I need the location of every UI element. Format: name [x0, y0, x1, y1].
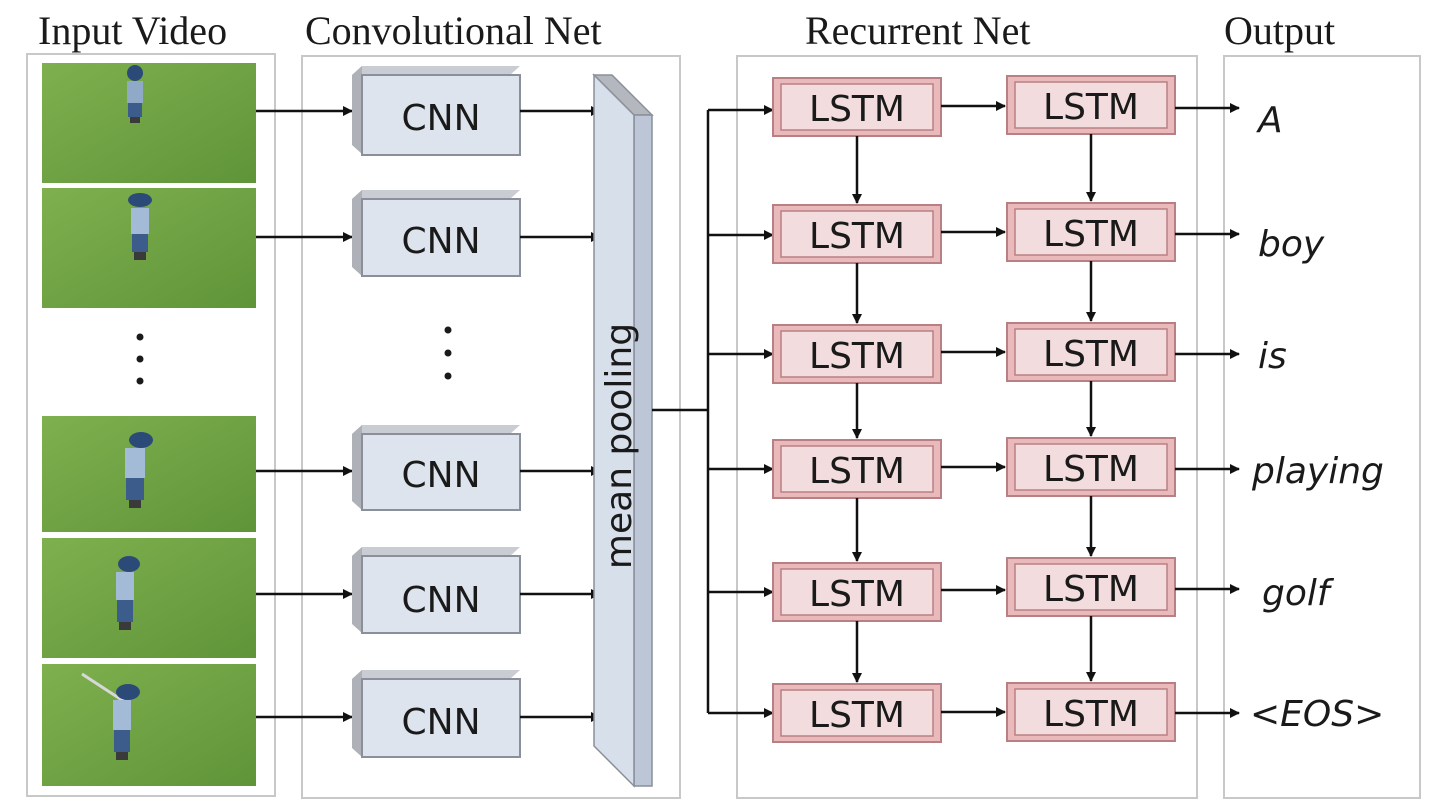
lstm-label: LSTM	[809, 89, 905, 130]
lstm-cell: LSTM	[1006, 75, 1176, 135]
lstm-horizontal-arrows	[941, 101, 1006, 717]
pooling-to-lstm-arrows	[652, 105, 774, 718]
header-recurrent-net: Recurrent Net	[805, 8, 1030, 53]
cnn-to-pooling-arrows	[520, 106, 601, 722]
lstm-to-output-arrows	[1175, 103, 1240, 718]
recurrent-net-panel	[736, 55, 1198, 799]
lstm-cell: LSTM	[772, 562, 942, 622]
child-golfer-icon	[116, 556, 140, 630]
output-word-3: is	[1258, 336, 1287, 377]
lstm-label: LSTM	[1043, 214, 1139, 255]
mean-pooling-layer: mean pooling	[592, 73, 654, 788]
video-frame-1	[42, 63, 256, 183]
lstm-label: LSTM	[1043, 449, 1139, 490]
cnn-label: CNN	[402, 98, 481, 139]
header-convolutional-net: Convolutional Net	[305, 8, 602, 53]
frame-to-cnn-arrows	[256, 106, 353, 722]
lstm-cell: LSTM	[1006, 682, 1176, 742]
lstm-label: LSTM	[809, 695, 905, 736]
lstm-cell: LSTM	[772, 77, 942, 137]
cnn-block-5: CNN	[352, 670, 521, 758]
output-word-1: A	[1256, 100, 1283, 141]
lstm-label: LSTM	[809, 216, 905, 257]
mean-pooling-label: mean pooling	[599, 323, 640, 569]
cnn-label: CNN	[402, 580, 481, 621]
input-ellipsis-icon	[136, 333, 144, 385]
output-panel	[1223, 55, 1421, 799]
lstm-cell: LSTM	[772, 439, 942, 499]
child-golfer-icon	[81, 672, 140, 760]
lstm-column-2: LSTM LSTM LSTM LSTM LSTM LSTM	[1006, 75, 1176, 742]
cnn-block-1: CNN	[352, 66, 521, 156]
cnn-ellipsis-icon	[444, 326, 452, 380]
lstm-cell: LSTM	[1006, 322, 1176, 382]
output-word-4: playing	[1251, 451, 1384, 492]
lstm-column-1: LSTM LSTM LSTM LSTM LSTM LSTM	[772, 77, 942, 743]
header-output: Output	[1224, 8, 1335, 53]
video-frame-2	[42, 188, 256, 308]
lstm-label: LSTM	[1043, 569, 1139, 610]
child-golfer-icon	[125, 432, 153, 508]
output-word-2: boy	[1258, 224, 1325, 265]
output-word-5: golf	[1262, 573, 1335, 614]
lstm-cell: LSTM	[772, 683, 942, 743]
video-frame-5	[42, 664, 256, 786]
child-golfer-icon	[127, 65, 143, 123]
cnn-label: CNN	[402, 455, 481, 496]
video-frame-4	[42, 538, 256, 658]
lstm-cell: LSTM	[772, 324, 942, 384]
lstm-label: LSTM	[809, 451, 905, 492]
header-input-video: Input Video	[38, 8, 227, 53]
lstm-label: LSTM	[1043, 334, 1139, 375]
lstm-label: LSTM	[809, 336, 905, 377]
lstm-cell: LSTM	[772, 204, 942, 264]
lstm-vertical-arrows	[852, 134, 1096, 683]
lstm-label: LSTM	[1043, 87, 1139, 128]
cnn-block-3: CNN	[352, 425, 521, 511]
lstm-cell: LSTM	[1006, 202, 1176, 262]
child-golfer-icon	[128, 193, 152, 260]
video-frame-3	[42, 416, 256, 532]
cnn-label: CNN	[402, 221, 481, 262]
lstm-label: LSTM	[1043, 694, 1139, 735]
output-word-6: <EOS>	[1250, 694, 1384, 735]
cnn-label: CNN	[402, 702, 481, 743]
lstm-label: LSTM	[809, 574, 905, 615]
cnn-block-4: CNN	[352, 547, 521, 634]
cnn-block-2: CNN	[352, 190, 521, 277]
lstm-cell: LSTM	[1006, 557, 1176, 617]
lstm-cell: LSTM	[1006, 437, 1176, 497]
